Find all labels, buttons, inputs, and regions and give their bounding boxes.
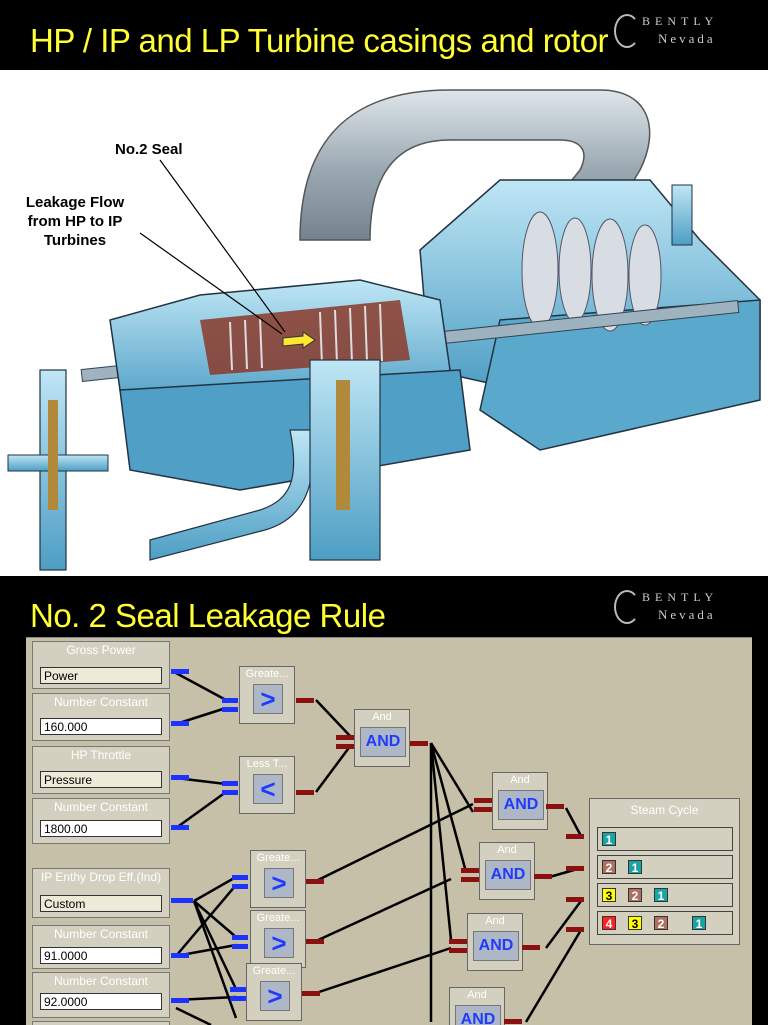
input-number-constant-1-title: Number Constant	[53, 695, 149, 709]
input-hp-throttle-title: HP Throttle	[70, 748, 132, 762]
and-block-1-title: And	[372, 711, 392, 723]
input-number-constant-3-title: Number Constant	[53, 927, 149, 941]
and-block-3[interactable]: And AND	[479, 842, 535, 900]
callout-leakage-flow: Leakage Flow from HP to IP Turbines	[14, 193, 136, 250]
stage-chip: 2	[628, 888, 642, 903]
input-number-constant-1-value[interactable]: 160.000	[40, 718, 162, 735]
input-number-constant-3-value[interactable]: 91.0000	[40, 947, 162, 964]
input-number-constant-4-value[interactable]: 92.0000	[40, 993, 162, 1010]
greater-than-icon: >	[260, 981, 290, 1011]
turbine-cutaway-drawing	[7, 89, 761, 571]
steam-cycle-row-4: 4 3 2 1	[597, 911, 733, 935]
greater-than-block-2-title: Greate...	[256, 852, 300, 864]
stage-chip: 1	[654, 888, 668, 903]
and-block-4-title: And	[485, 915, 505, 927]
input-number-constant-1[interactable]: Number Constant 160.000	[32, 693, 170, 741]
input-gross-power[interactable]: Gross Power Power	[32, 641, 170, 689]
greater-than-block-4-title: Greate...	[252, 965, 296, 977]
and-icon: AND	[473, 931, 519, 961]
stage-chip: 3	[628, 916, 642, 931]
input-number-constant-4[interactable]: Number Constant 92.0000	[32, 972, 170, 1018]
input-ip-enthy-drop-title: IP Enthy Drop Eff.(Ind)	[40, 870, 162, 884]
and-block-1[interactable]: And AND	[354, 709, 410, 767]
callout-no2-seal: No.2 Seal	[115, 141, 183, 158]
slide-2-title: No. 2 Seal Leakage Rule	[30, 597, 386, 634]
and-block-4[interactable]: And AND	[467, 913, 523, 971]
logo-2-line-2: Nevada	[658, 607, 716, 622]
steam-cycle-output[interactable]: Steam Cycle 1 2 1 3 2 1 4 3 2 1	[589, 798, 740, 945]
input-number-constant-4-title: Number Constant	[53, 974, 149, 988]
input-ip-enthy-drop[interactable]: IP Enthy Drop Eff.(Ind) Custom	[32, 868, 170, 918]
steam-cycle-row-1: 1	[597, 827, 733, 851]
stage-chip: 1	[602, 832, 616, 847]
rule-diagram-canvas[interactable]: Gross Power Power Number Constant 160.00…	[26, 637, 752, 1025]
and-block-2[interactable]: And AND	[492, 772, 548, 830]
greater-than-block-3-title: Greate...	[256, 912, 300, 924]
slide-1-title: HP / IP and LP Turbine casings and rotor	[30, 22, 609, 59]
and-icon: AND	[360, 727, 406, 757]
bently-nevada-logo: BENTLY Nevada	[614, 8, 754, 54]
logo-2-line-1: BENTLY	[642, 590, 719, 604]
greater-than-block-2[interactable]: Greate... >	[250, 850, 306, 908]
and-block-2-title: And	[510, 774, 530, 786]
stage-chip: 4	[602, 916, 616, 931]
greater-than-block-1-title: Greate...	[245, 668, 289, 680]
input-number-constant-3[interactable]: Number Constant 91.0000	[32, 925, 170, 969]
input-hp-throttle[interactable]: HP Throttle Pressure	[32, 746, 170, 794]
connector-ports	[171, 669, 584, 1024]
stage-chip: 1	[692, 916, 706, 931]
input-ip-enthy-drop-value[interactable]: Custom	[40, 895, 162, 912]
and-block-5[interactable]: And AND	[449, 987, 505, 1025]
greater-than-block-3[interactable]: Greate... >	[250, 910, 306, 968]
callout-leakage-line-3: Turbines	[43, 232, 107, 249]
callout-leakage-line-2: from HP to IP	[27, 213, 123, 230]
stage-chip: 2	[602, 860, 616, 875]
and-icon: AND	[498, 790, 544, 820]
callout-leakage-line-1: Leakage Flow	[25, 194, 125, 211]
steam-cycle-row-3: 3 2 1	[597, 883, 733, 907]
and-block-5-title: And	[467, 989, 487, 1001]
steam-cycle-title: Steam Cycle	[630, 803, 699, 817]
input-hp-throttle-value[interactable]: Pressure	[40, 771, 162, 788]
steam-cycle-row-2: 2 1	[597, 855, 733, 879]
stage-chip: 1	[628, 860, 642, 875]
input-partial-panel	[32, 1021, 170, 1025]
less-than-block[interactable]: Less T... <	[239, 756, 295, 814]
bently-nevada-logo-2: BENTLY Nevada	[614, 584, 754, 630]
input-number-constant-2[interactable]: Number Constant 1800.00	[32, 798, 170, 844]
greater-than-icon: >	[253, 684, 283, 714]
less-than-block-title: Less T...	[246, 758, 288, 770]
and-icon: AND	[455, 1005, 501, 1025]
input-gross-power-value[interactable]: Power	[40, 667, 162, 684]
logo-line-2: Nevada	[658, 31, 716, 46]
greater-than-icon: >	[264, 868, 294, 898]
stage-chip: 3	[602, 888, 616, 903]
stage-chip: 2	[654, 916, 668, 931]
input-number-constant-2-title: Number Constant	[53, 800, 149, 814]
greater-than-block-4[interactable]: Greate... >	[246, 963, 302, 1021]
input-number-constant-2-value[interactable]: 1800.00	[40, 820, 162, 837]
logo-line-1: BENTLY	[642, 14, 719, 28]
and-block-3-title: And	[497, 844, 517, 856]
and-icon: AND	[485, 860, 531, 890]
turbine-illustration: No.2 Seal Leakage Flow from HP to IP Tur…	[0, 70, 768, 576]
less-than-icon: <	[253, 774, 283, 804]
input-gross-power-title: Gross Power	[66, 643, 136, 657]
greater-than-icon: >	[264, 928, 294, 958]
greater-than-block-1[interactable]: Greate... >	[239, 666, 295, 724]
